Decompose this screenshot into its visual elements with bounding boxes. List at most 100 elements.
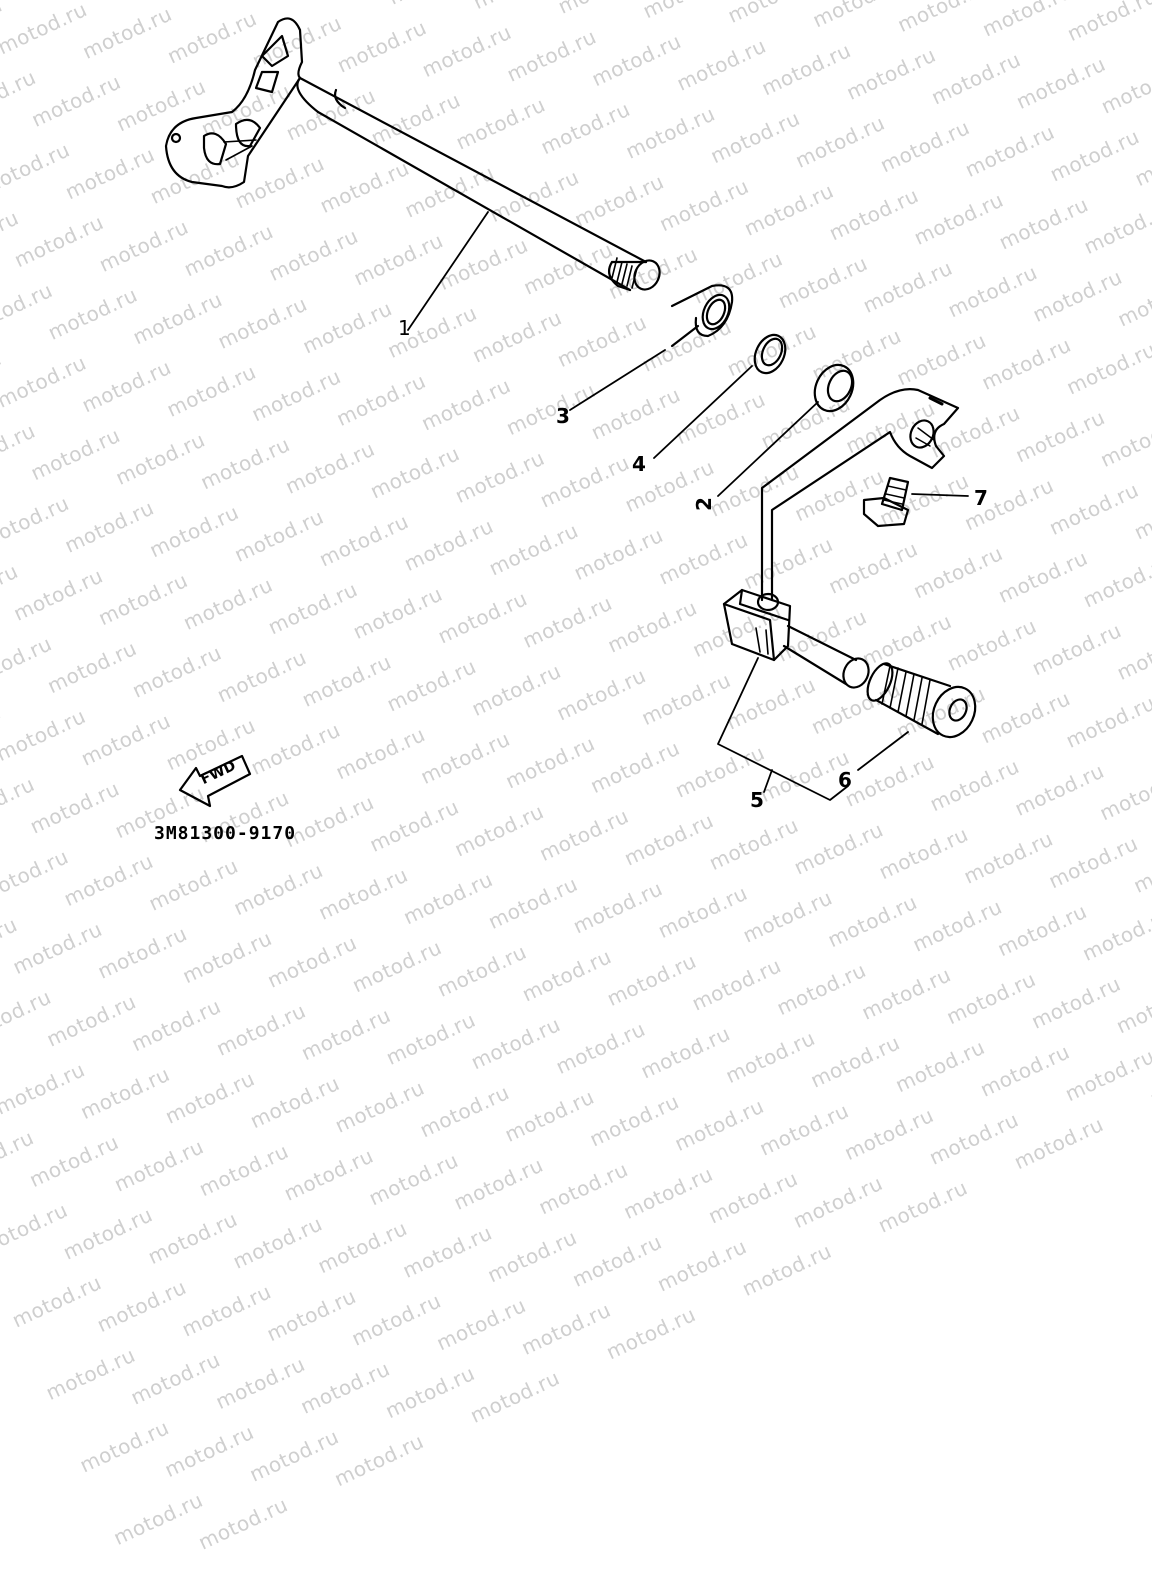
watermark-text: motod.ru <box>229 1211 326 1273</box>
watermark-text: motod.ru <box>246 1071 343 1133</box>
callout-5[interactable]: 5 <box>750 790 764 810</box>
watermark-text: motod.ru <box>416 1080 513 1142</box>
watermark-text: motod.ru <box>943 967 1040 1029</box>
watermark-text: motod.ru <box>738 1239 835 1301</box>
watermark-text: motod.ru <box>179 926 276 988</box>
watermark-text: motod.ru <box>484 1225 581 1287</box>
exploded-view-drawing <box>0 0 1152 864</box>
watermark-text: motod.ru <box>76 1415 173 1477</box>
circlip-part-4[interactable] <box>654 330 791 458</box>
watermark-text: motod.ru <box>348 1288 445 1350</box>
shift-pedal-part-5[interactable] <box>718 389 958 800</box>
watermark-text: motod.ru <box>433 940 530 1002</box>
watermark-text: motod.ru <box>789 1171 886 1233</box>
oil-seal-part-2[interactable] <box>718 359 860 496</box>
watermark-text: motod.ru <box>518 1298 615 1360</box>
watermark-text: motod.ru <box>688 953 785 1015</box>
watermark-text: motod.ru <box>315 863 412 925</box>
watermark-text: motod.ru <box>874 1175 971 1237</box>
watermark-text: motod.ru <box>535 1157 632 1219</box>
watermark-text: motod.ru <box>1061 1044 1152 1106</box>
watermark-text: motod.ru <box>128 994 225 1056</box>
watermark-text: motod.ru <box>552 1017 649 1079</box>
watermark-text: motod.ru <box>637 1021 734 1083</box>
torsion-spring-part-3[interactable] <box>570 285 734 410</box>
watermark-text: motod.ru <box>26 1130 123 1192</box>
watermark-text: motod.ru <box>705 1166 802 1228</box>
watermark-text: motod.ru <box>230 858 327 920</box>
watermark-text: motod.ru <box>0 912 21 974</box>
watermark-text: motod.ru <box>0 1125 38 1187</box>
watermark-text: motod.ru <box>178 1279 275 1341</box>
watermark-text: motod.ru <box>77 1062 174 1124</box>
watermark-text: motod.ru <box>1010 1112 1107 1174</box>
watermark-text: motod.ru <box>620 1162 717 1224</box>
watermark-text: motod.ru <box>467 1366 564 1428</box>
watermark-text: motod.ru <box>858 962 955 1024</box>
callout-6[interactable]: 6 <box>838 770 852 790</box>
watermark-text: motod.ru <box>93 1275 190 1337</box>
watermark-text: motod.ru <box>773 958 870 1020</box>
watermark-text: motod.ru <box>349 935 446 997</box>
watermark-text: motod.ru <box>602 1302 699 1364</box>
watermark-text: motod.ru <box>654 1234 751 1296</box>
watermark-text: motod.ru <box>518 944 615 1006</box>
diagram-part-number: 3M81300-9170 <box>154 823 296 844</box>
watermark-text: motod.ru <box>671 1094 768 1156</box>
watermark-text: motod.ru <box>569 876 666 938</box>
watermark-text: motod.ru <box>382 1008 479 1070</box>
watermark-text: motod.ru <box>994 899 1091 961</box>
watermark-text: motod.ru <box>467 1012 564 1074</box>
watermark-text: motod.ru <box>654 881 751 943</box>
watermark-text: motod.ru <box>212 1352 309 1414</box>
callout-2[interactable]: 2 <box>694 497 714 511</box>
watermark-text: motod.ru <box>925 1107 1022 1169</box>
watermark-text: motod.ru <box>162 1066 259 1128</box>
watermark-text: motod.ru <box>892 1035 989 1097</box>
watermark-text: motod.ru <box>297 1356 394 1418</box>
watermark-text: motod.ru <box>824 890 921 952</box>
watermark-text: motod.ru <box>501 1085 598 1147</box>
callout-7[interactable]: 7 <box>974 488 988 508</box>
watermark-text: motod.ru <box>1146 1049 1152 1111</box>
watermark-text: motod.ru <box>1028 971 1125 1033</box>
watermark-text: motod.ru <box>484 872 581 934</box>
watermark-text: motod.ru <box>0 1057 89 1119</box>
watermark-text: motod.ru <box>280 1143 377 1205</box>
watermark-text: motod.ru <box>603 949 700 1011</box>
watermark-text: motod.ru <box>739 885 836 947</box>
callout-4[interactable]: 4 <box>632 454 646 474</box>
watermark-text: motod.ru <box>976 1039 1073 1101</box>
callout-1[interactable]: 1 <box>398 318 411 338</box>
watermark-text: motod.ru <box>161 1420 258 1482</box>
watermark-text: motod.ru <box>433 1293 530 1355</box>
watermark-text: motod.ru <box>400 867 497 929</box>
watermark-text: motod.ru <box>314 1216 411 1278</box>
watermark-text: motod.ru <box>42 1343 139 1405</box>
watermark-text: motod.ru <box>1079 904 1152 966</box>
watermark-text: motod.ru <box>8 1270 105 1332</box>
watermark-text: motod.ru <box>264 930 361 992</box>
watermark-text: motod.ru <box>365 1148 462 1210</box>
bolt-part-7[interactable] <box>864 478 968 526</box>
watermark-text: motod.ru <box>331 1075 428 1137</box>
watermark-text: motod.ru <box>569 1230 666 1292</box>
watermark-text: motod.ru <box>382 1361 479 1423</box>
watermark-text: motod.ru <box>909 894 1006 956</box>
watermark-text: motod.ru <box>807 1030 904 1092</box>
pedal-rubber-part-6[interactable] <box>858 660 983 770</box>
watermark-text: motod.ru <box>841 1103 938 1165</box>
watermark-text: motod.ru <box>0 1198 71 1260</box>
watermark-text: motod.ru <box>586 1089 683 1151</box>
watermark-text: motod.ru <box>94 921 191 983</box>
watermark-text: motod.ru <box>297 1003 394 1065</box>
watermark-text: motod.ru <box>450 1153 547 1215</box>
watermark-text: motod.ru <box>110 1488 207 1550</box>
watermark-text: motod.ru <box>213 998 310 1060</box>
watermark-text: motod.ru <box>1112 976 1152 1038</box>
watermark-text: motod.ru <box>195 1139 292 1201</box>
callout-3[interactable]: 3 <box>556 406 570 426</box>
shift-shaft-part-1[interactable] <box>166 18 664 330</box>
watermark-text: motod.ru <box>246 1424 343 1486</box>
